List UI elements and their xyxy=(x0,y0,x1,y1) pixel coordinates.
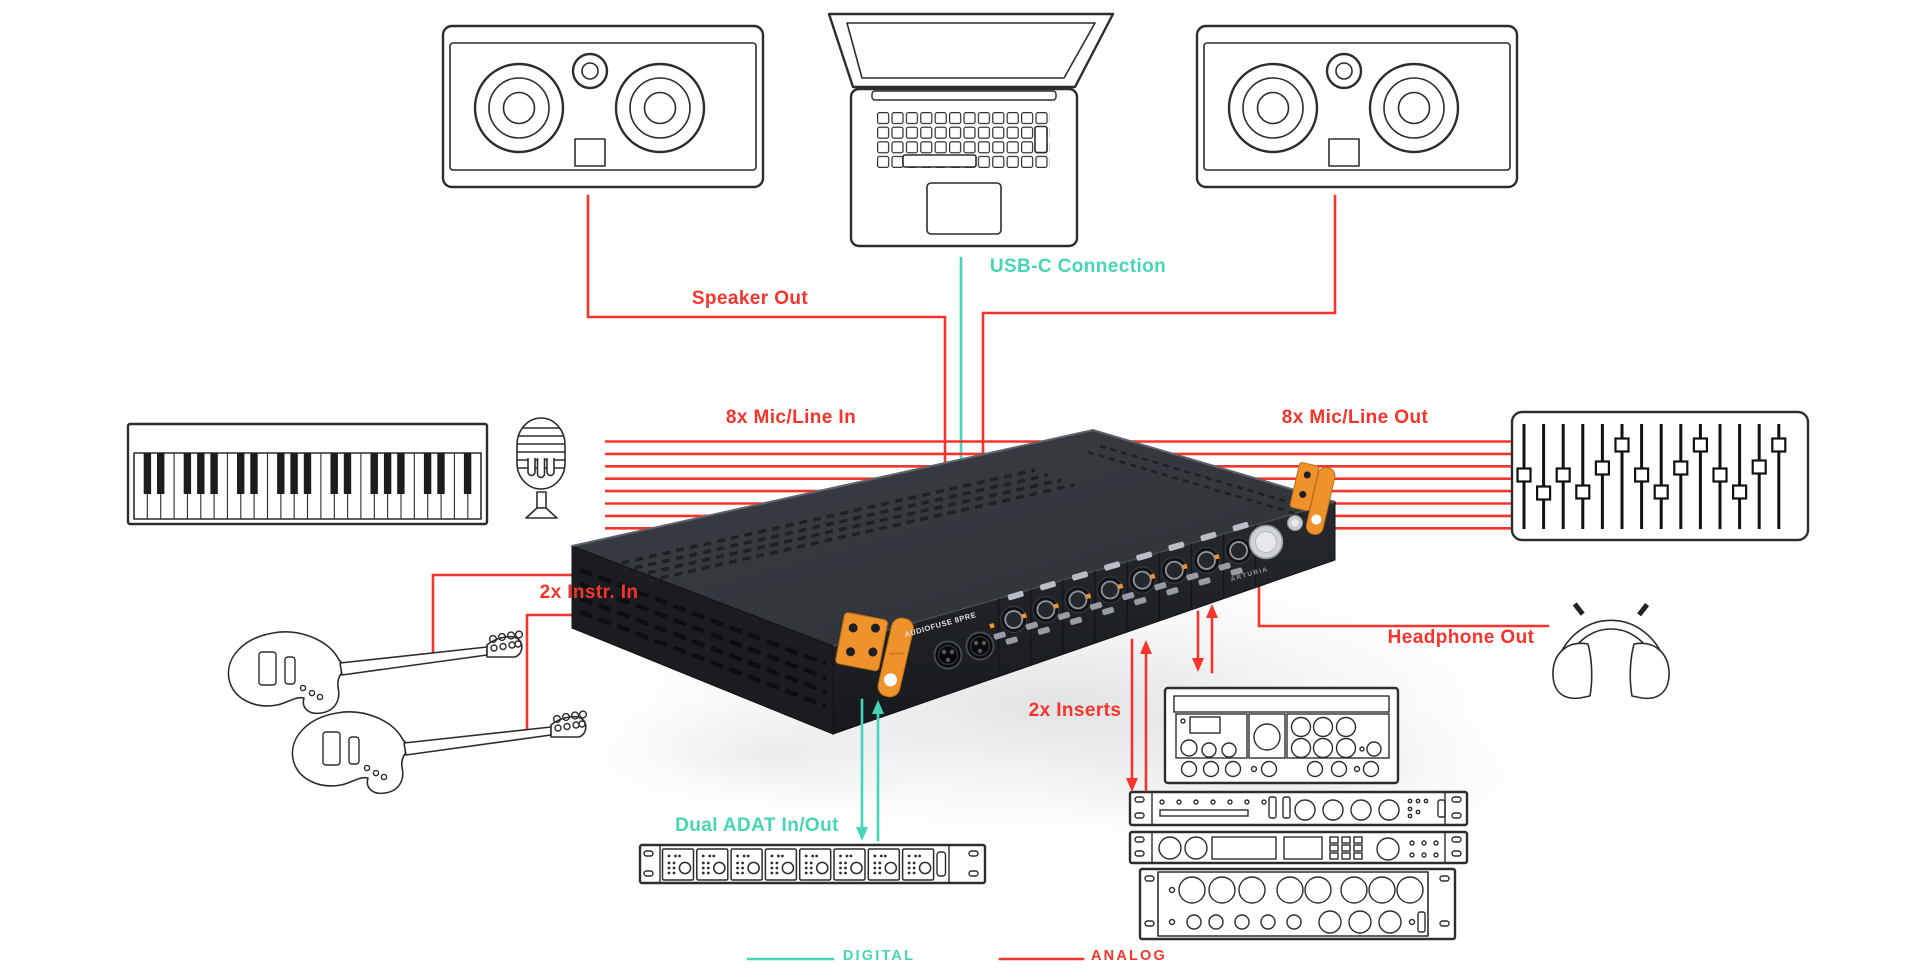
studio-monitor-right-icon xyxy=(1195,24,1519,189)
channel-knob xyxy=(1053,571,1092,625)
rack-handle-right xyxy=(1289,462,1336,535)
label-mic-line-in: 8x Mic/Line In xyxy=(725,407,857,428)
fader-bank-icon xyxy=(1510,410,1810,542)
midi-keyboard-icon xyxy=(126,422,489,526)
mic-line-in-lines xyxy=(605,440,1072,530)
insert-rack-1-icon xyxy=(1163,686,1400,785)
channel-knob xyxy=(1085,561,1124,616)
laptop-icon xyxy=(827,12,1115,248)
xlr-combo-jacks xyxy=(933,631,995,670)
channel-knob xyxy=(1117,551,1156,606)
microphone-icon xyxy=(516,417,566,519)
speaker-out-line-right xyxy=(981,194,1337,464)
channel-knob xyxy=(1182,531,1220,586)
headphones-icon xyxy=(1552,602,1670,700)
legend-digital: DIGITAL xyxy=(842,948,916,964)
insert-rack-2-icon xyxy=(1128,790,1469,827)
channel-knob xyxy=(989,590,1028,645)
label-mic-line-out: 8x Mic/Line Out xyxy=(1281,407,1429,428)
label-instr-in: 2x Instr. In xyxy=(539,582,639,603)
rack-handle-left xyxy=(835,612,914,698)
channel-knob xyxy=(1214,521,1253,576)
adat-arrows xyxy=(856,698,884,842)
studio-monitor-left-icon xyxy=(441,24,765,189)
legend-analog: ANALOG xyxy=(1090,948,1168,964)
insert-arrows xyxy=(1126,604,1218,792)
insert-rack-3-icon xyxy=(1128,830,1469,865)
audio-interface: AUDIOFUSE 8PRE ARTURIA xyxy=(570,428,1337,735)
bass-guitar-1-icon xyxy=(227,630,524,715)
channel-knob xyxy=(1149,541,1188,596)
label-adat: Dual ADAT In/Out xyxy=(675,815,839,836)
channel-knob xyxy=(1021,581,1060,635)
insert-rack-4-icon xyxy=(1138,867,1457,941)
label-inserts: 2x Inserts xyxy=(1028,700,1122,721)
label-headphone-out: Headphone Out xyxy=(1387,627,1535,648)
master-knob xyxy=(1248,514,1304,560)
label-usb-c: USB-C Connection xyxy=(989,256,1167,277)
bass-guitar-2-icon xyxy=(291,710,588,795)
speaker-out-line-left xyxy=(586,194,947,472)
label-speaker-out: Speaker Out xyxy=(691,288,809,309)
adat-converter-rack-icon xyxy=(638,843,987,885)
